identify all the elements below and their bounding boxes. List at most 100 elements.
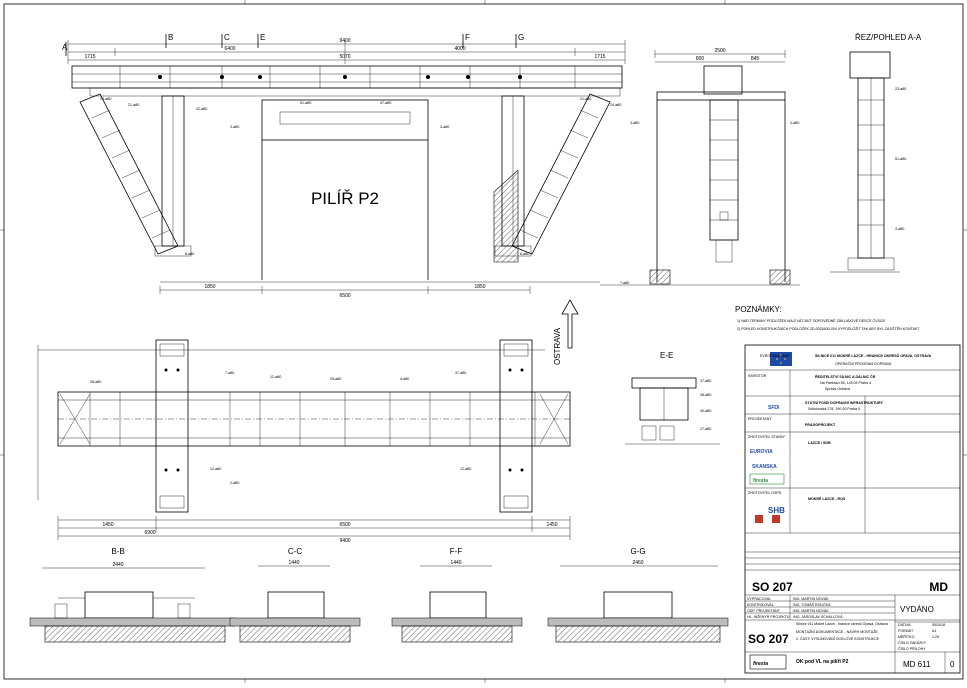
- eu-flag: [770, 352, 792, 366]
- md-label: MD: [929, 580, 948, 594]
- svg-text:21-ø80: 21-ø80: [580, 97, 591, 101]
- notes-title: POZNÁMKY:: [735, 305, 782, 314]
- svg-text:23-ø80: 23-ø80: [895, 87, 906, 91]
- row-kontroloval: KONTROLOVAL: [747, 603, 774, 607]
- plan-pier-left: [155, 339, 189, 513]
- sheet-border: [3, 3, 964, 680]
- pier-hatch: [493, 169, 519, 263]
- section-mark-a: A: [62, 43, 68, 52]
- name-2: ING. TOMÁŠ ROUČKA: [793, 602, 831, 607]
- dim-2500: 2500: [714, 48, 725, 54]
- svg-text:2-ø80: 2-ø80: [230, 481, 239, 485]
- row-hip: HL. INŽENÝR PROJEKTU: [747, 614, 790, 619]
- section-mark-f: F: [465, 33, 470, 42]
- project-title: SILNICE I/11 MOKRÉ LAZCE - HRANICE OKRES…: [815, 353, 932, 358]
- subcontractor-label: ZHOTOVITEL DSPS: [748, 491, 782, 495]
- svg-text:17-ø80: 17-ø80: [700, 427, 711, 431]
- subcontractor-name: MOKRÉ LAZCE - ROS: [808, 496, 846, 501]
- section-cc-title: C-C: [288, 547, 302, 556]
- project-sub: OPERAČNÍ PROGRAM DOPRAVA: [835, 361, 892, 366]
- dim-9400: 9400: [339, 38, 350, 44]
- gg-dim-2460: 2460: [632, 560, 643, 566]
- dim-1850-left: 1850: [204, 284, 215, 290]
- svg-text:37-ø80: 37-ø80: [455, 371, 466, 375]
- svg-text:8-ø80: 8-ø80: [520, 252, 529, 256]
- val-meritko: 1:25: [932, 635, 939, 639]
- svg-text:12-ø80: 12-ø80: [460, 467, 471, 471]
- left-diagonal-brace: [79, 93, 179, 255]
- svg-text:37-ø80: 37-ø80: [700, 379, 711, 383]
- aa-column: [709, 99, 739, 241]
- plan-dim-1450-left: 1450: [102, 522, 113, 528]
- dim-4000: 4000: [454, 46, 465, 52]
- investor-name: ŘEDITELSTVÍ SILNIC A DÁLNIC ČR: [815, 374, 876, 379]
- val-datum: 05/2018: [932, 623, 945, 627]
- doc-part: 2. ČÁST: VYSUNOVÁNÍ OCELOVÉ KONSTRUKCE: [796, 636, 880, 641]
- investor-address: Na Pankráci 56, 145 05 Praha 4: [820, 381, 871, 385]
- section-ff-title: F-F: [450, 547, 463, 556]
- label-priloha: ČÍSLO PŘÍLOHY: [898, 646, 926, 651]
- svg-text:12-ø80: 12-ø80: [210, 467, 221, 471]
- doc-name: MONTÁŽNÍ DOKUMENTACE - NÁVRH MONTÁŽE: [796, 629, 878, 634]
- so-number: SO 207: [752, 580, 793, 594]
- section-ff: F-F 1440: [391, 547, 523, 643]
- investor-branch: Správa Ostrava: [825, 387, 850, 391]
- name-1: ING. MARTIN NOVÁK: [793, 597, 829, 601]
- firesta-logo: firesta: [753, 478, 768, 484]
- dim-1850-right: 1850: [474, 284, 485, 290]
- svg-text:28-ø80: 28-ø80: [90, 380, 101, 384]
- section-mark-b: B: [168, 33, 173, 42]
- name-3: ING. MARTIN NOVÁK: [793, 609, 829, 613]
- section-gg: G-G 2460: [547, 547, 729, 643]
- right-diagonal-brace: [511, 93, 611, 255]
- val-format: A1: [932, 629, 936, 633]
- svg-text:25-ø80: 25-ø80: [330, 377, 341, 381]
- sheet-title: OK pod VL na pilíři P2: [796, 659, 849, 665]
- svg-text:3-ø80: 3-ø80: [230, 125, 239, 129]
- bottom-sections: B-B 2440 C-C 1440 F-F 1440: [29, 547, 729, 643]
- dim-6400: 6400: [224, 46, 235, 52]
- revision: 0: [950, 660, 955, 669]
- skanska-logo: SKANSKA: [752, 464, 777, 470]
- svg-text:51-ø80: 51-ø80: [300, 101, 311, 105]
- plan-pier-right: [499, 339, 533, 513]
- svg-text:3-ø80: 3-ø80: [895, 227, 904, 231]
- sfdi-logo: SFDI: [768, 405, 780, 411]
- svg-text:4-ø80: 4-ø80: [400, 377, 409, 381]
- plan-view: 1450 6500 1450 9400 6900 28-ø807-ø8012-ø…: [37, 339, 571, 544]
- svg-text:7-ø80: 7-ø80: [620, 281, 629, 285]
- eurovia-logo: EUROVIA: [750, 449, 773, 455]
- dim-1715-right: 1715: [594, 54, 605, 60]
- firm-logo: firesta: [753, 661, 768, 667]
- label-zakazka: ČÍSLO ZAKÁZKY: [898, 640, 927, 645]
- title-block: EVROPSKÁ UNIE SILNICE I/11 MOKRÉ LAZCE -…: [744, 344, 961, 674]
- section-mark-e: E: [260, 33, 265, 42]
- plan-dim-9400: 9400: [339, 538, 350, 544]
- fund-address: Sokolovská 278, 190 00 Praha 9: [808, 407, 860, 411]
- notes-block: POZNÁMKY: 1) NAD TERMINY PODLOŽEK MAJÍ V…: [735, 305, 920, 331]
- svg-text:7-ø80: 7-ø80: [225, 371, 234, 375]
- svg-text:3-ø80: 3-ø80: [440, 125, 449, 129]
- so-small: SO 207: [748, 632, 789, 646]
- label-format: FORMÁT: [898, 629, 914, 633]
- note-2: 2) POHLED KONSTRUKČNÍCH PODLOŽEK 2D-0025…: [737, 326, 920, 331]
- ostrava-label: OSTRAVA: [553, 327, 562, 365]
- shb-logo: SHB: [768, 506, 785, 515]
- section-gg-title: G-G: [630, 547, 645, 556]
- svg-text:40-ø80: 40-ø80: [700, 409, 711, 413]
- note-1: 1) NAD TERMINY PODLOŽEK MAJÍ VÁT BUT ODP…: [737, 318, 885, 323]
- status: VYDÁNO: [900, 605, 934, 614]
- designer-name: PRAGOPROJEKT: [805, 423, 836, 427]
- svg-text:24-ø80: 24-ø80: [100, 97, 111, 101]
- view-aa-title: ŘEZ/POHLED A-A: [855, 33, 922, 42]
- eu-label: EVROPSKÁ UNIE: [760, 354, 790, 358]
- pier-label: PILÍŘ P2: [311, 189, 379, 208]
- dim-845: 845: [751, 56, 760, 62]
- dim-1715-left: 1715: [84, 54, 95, 60]
- dim-5070: 5070: [339, 54, 350, 60]
- label-datum: DATUM: [898, 623, 911, 627]
- designer-label: PROJEKTANT: [748, 417, 772, 421]
